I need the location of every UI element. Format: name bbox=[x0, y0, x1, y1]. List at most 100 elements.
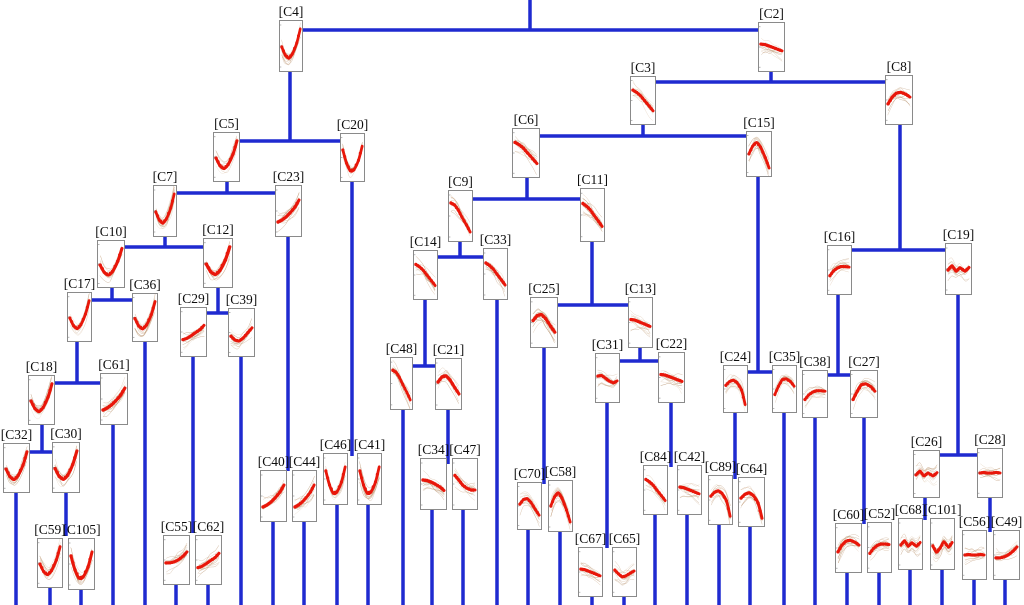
cluster-plot-C61[interactable] bbox=[100, 373, 128, 425]
mean-curve-marker bbox=[164, 217, 168, 221]
mean-curve-marker bbox=[18, 468, 23, 473]
cluster-plot-C40[interactable] bbox=[260, 470, 287, 522]
mean-curve-marker bbox=[624, 574, 628, 578]
member-curve bbox=[932, 544, 953, 559]
mean-curve-marker bbox=[735, 380, 739, 385]
mean-curve-marker bbox=[940, 543, 944, 547]
cluster-plot-C62[interactable] bbox=[195, 535, 222, 585]
curve-plot bbox=[68, 293, 91, 338]
cluster-plot-C42[interactable] bbox=[677, 465, 702, 515]
member-curve bbox=[532, 321, 555, 334]
cluster-plot-C10[interactable] bbox=[97, 240, 125, 288]
mean-curve-marker bbox=[225, 251, 230, 256]
cluster-plot-C52[interactable] bbox=[867, 522, 892, 573]
cluster-plot-C56[interactable] bbox=[962, 530, 987, 580]
member-curve bbox=[455, 477, 475, 501]
cluster-plot-C68[interactable] bbox=[898, 518, 923, 570]
cluster-plot-C11[interactable] bbox=[580, 188, 605, 242]
mean-curve-marker bbox=[405, 390, 409, 395]
cluster-plot-C55[interactable] bbox=[163, 535, 190, 585]
cluster-plot-C26[interactable] bbox=[913, 450, 940, 498]
cluster-plot-C89[interactable] bbox=[708, 475, 733, 525]
cluster-plot-C4[interactable] bbox=[279, 20, 303, 72]
member-curve bbox=[166, 554, 187, 575]
cluster-plot-C32[interactable] bbox=[3, 443, 30, 493]
cluster-plot-C64[interactable] bbox=[738, 477, 765, 527]
cluster-plot-C46[interactable] bbox=[323, 453, 348, 505]
cluster-plot-C49[interactable] bbox=[993, 530, 1020, 580]
cluster-plot-C58[interactable] bbox=[548, 480, 573, 532]
cluster-label: [C70] bbox=[513, 466, 546, 481]
cluster-plot-C14[interactable] bbox=[413, 250, 438, 300]
cluster-plot-C70[interactable] bbox=[517, 482, 542, 530]
cluster-label: [C7] bbox=[152, 169, 178, 184]
cluster-plot-C21[interactable] bbox=[435, 358, 462, 410]
cluster-plot-C41[interactable] bbox=[357, 453, 382, 505]
member-curve bbox=[660, 376, 682, 394]
mean-curve-marker bbox=[397, 375, 401, 380]
cluster-label: [C46] bbox=[319, 437, 352, 452]
mean-curve-marker bbox=[459, 480, 463, 485]
mean-curve-marker bbox=[41, 406, 45, 410]
cluster-plot-C31[interactable] bbox=[595, 353, 620, 403]
cluster-plot-C38[interactable] bbox=[802, 370, 828, 418]
cluster-plot-C60[interactable] bbox=[835, 523, 862, 573]
cluster-label: [C3] bbox=[630, 60, 656, 75]
cluster-label: [C64] bbox=[735, 461, 768, 476]
mean-curve-marker bbox=[958, 266, 962, 270]
cluster-plot-C44[interactable] bbox=[292, 470, 317, 522]
mean-curve-marker bbox=[273, 496, 277, 500]
cluster-plot-C3[interactable] bbox=[630, 76, 656, 125]
cluster-plot-C2[interactable] bbox=[758, 22, 785, 72]
cluster-plot-C6[interactable] bbox=[512, 128, 540, 178]
cluster-plot-C7[interactable] bbox=[153, 185, 177, 237]
cluster-plot-C33[interactable] bbox=[483, 248, 508, 300]
cluster-plot-C65[interactable] bbox=[612, 547, 637, 597]
cluster-plot-C36[interactable] bbox=[132, 293, 158, 342]
cluster-label: [C36] bbox=[129, 277, 161, 292]
cluster-plot-C47[interactable] bbox=[452, 458, 478, 510]
mean-curve-marker bbox=[394, 370, 398, 375]
mean-curve-marker bbox=[839, 265, 843, 269]
cluster-plot-C18[interactable] bbox=[28, 375, 55, 425]
mean-curve-marker bbox=[817, 389, 821, 393]
mean-curve-marker bbox=[778, 48, 782, 52]
member-curve bbox=[281, 29, 301, 66]
mean-curve-marker bbox=[401, 382, 405, 387]
cluster-plot-C8[interactable] bbox=[885, 75, 913, 125]
curve-plot bbox=[739, 481, 764, 525]
cluster-plot-C23[interactable] bbox=[275, 185, 302, 237]
cluster-plot-C22[interactable] bbox=[658, 352, 685, 403]
cluster-plot-C35[interactable] bbox=[772, 365, 797, 413]
mean-curve-marker bbox=[86, 565, 90, 569]
cluster-plot-C101[interactable] bbox=[930, 518, 955, 570]
cluster-plot-C67[interactable] bbox=[578, 547, 603, 597]
cluster-plot-C15[interactable] bbox=[746, 131, 772, 177]
cluster-plot-C48[interactable] bbox=[390, 357, 413, 410]
mean-curve-marker bbox=[992, 471, 996, 475]
member-curve bbox=[679, 487, 700, 506]
cluster-plot-C20[interactable] bbox=[340, 133, 365, 182]
cluster-plot-C59[interactable] bbox=[37, 538, 63, 588]
cluster-plot-C27[interactable] bbox=[850, 370, 878, 418]
mean-curve-marker bbox=[523, 148, 528, 153]
cluster-plot-C39[interactable] bbox=[228, 308, 255, 357]
mean-curve-marker bbox=[70, 462, 75, 467]
cluster-plot-C105[interactable] bbox=[68, 538, 95, 590]
mean-curve-marker bbox=[369, 490, 373, 494]
cluster-plot-C30[interactable] bbox=[52, 442, 80, 493]
cluster-plot-C16[interactable] bbox=[827, 245, 852, 295]
cluster-plot-C25[interactable] bbox=[530, 297, 558, 348]
cluster-plot-C13[interactable] bbox=[628, 297, 653, 348]
member-curve bbox=[630, 315, 650, 326]
cluster-plot-C5[interactable] bbox=[213, 132, 240, 182]
cluster-plot-C19[interactable] bbox=[945, 243, 972, 295]
cluster-plot-C34[interactable] bbox=[420, 458, 447, 510]
cluster-plot-C12[interactable] bbox=[203, 238, 233, 288]
cluster-plot-C29[interactable] bbox=[180, 307, 207, 357]
cluster-plot-C28[interactable] bbox=[977, 448, 1003, 498]
cluster-plot-C17[interactable] bbox=[67, 292, 92, 342]
cluster-plot-C9[interactable] bbox=[448, 190, 473, 242]
cluster-plot-C24[interactable] bbox=[723, 365, 748, 413]
cluster-plot-C84[interactable] bbox=[643, 465, 668, 515]
